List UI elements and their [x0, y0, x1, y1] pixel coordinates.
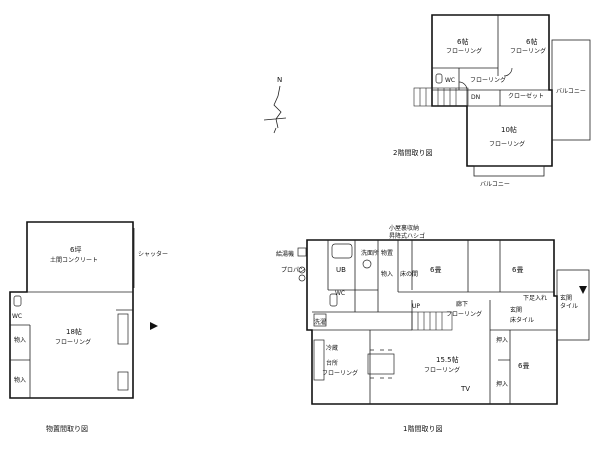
water-heater-label: 給湯機: [276, 250, 294, 258]
annex-main-size: 18帖: [66, 327, 82, 336]
annex-plan: 6坪 土間コンクリート シャッター 18帖 フローリング WC 物入 物入: [9, 221, 168, 399]
ub-label: UB: [336, 266, 346, 274]
fridge-label: 冷蔵: [326, 344, 338, 352]
propane-tank-icon-2: [298, 274, 306, 282]
living-size: 15.5帖: [436, 355, 459, 364]
annex-sink-icon: [117, 371, 129, 391]
tokonoma-label: 床の間: [400, 270, 418, 278]
propane-label: プロパン: [281, 267, 305, 274]
entrance-arrow-icon: [579, 286, 587, 294]
compass-north-label: N: [277, 76, 282, 84]
first-floor-stair: [411, 311, 453, 331]
annex-entry-arrow-icon: [150, 322, 158, 330]
second-floor-wc: WC: [445, 77, 455, 84]
corridor-label: 廊下: [456, 300, 468, 308]
porch-label-1: 玄関: [560, 294, 572, 302]
room-c-floor: フローリング: [489, 140, 525, 148]
entrance-floor: 床タイル: [510, 316, 534, 324]
tatami-a: 6畳: [430, 266, 441, 274]
annex-closet-1: 物入: [14, 336, 26, 344]
tatami-b: 6畳: [512, 266, 523, 274]
living-floor: フローリング: [424, 366, 460, 374]
annex-closet-2: 物入: [14, 376, 26, 384]
storage-note-2: 昇降式ハシゴ: [389, 232, 425, 240]
kitchen-label: 台所: [326, 359, 338, 367]
garage-floor: 土間コンクリート: [50, 256, 98, 264]
second-floor-closet: クローゼット: [508, 92, 544, 100]
room-a-floor: フローリング: [446, 47, 482, 55]
oshiire-1: 押入: [496, 336, 508, 344]
first-floor-title: 1階間取り図: [403, 424, 442, 433]
oshiire-2: 押入: [496, 380, 508, 388]
room-b-floor: フローリング: [510, 47, 546, 55]
second-floor-balcony-right: [551, 39, 591, 141]
garage-size: 6坪: [70, 246, 81, 254]
second-floor-plan: 6帖 フローリング 6帖 フローリング WC フローリング DN クローゼット …: [413, 14, 591, 188]
annex-shelf: [117, 313, 129, 345]
second-floor-balcony-bottom: [473, 165, 545, 177]
tv-label: TV: [460, 385, 470, 393]
annex-toilet-icon: [13, 295, 22, 307]
water-heater-icon: [297, 247, 307, 257]
first-floor-walls: [306, 239, 558, 405]
first-floor-closet-1: 物入: [381, 270, 393, 278]
kitchen-floor: フローリング: [322, 369, 358, 377]
bathtub-icon: [331, 243, 353, 259]
balcony-right-label: バルコニー: [556, 88, 586, 95]
washer-label: 洗濯: [314, 318, 326, 326]
first-floor-plan: 給湯機 プロパン UB 洗面所 小屋裏収納 昇降式ハシゴ 物置 物入 床の間 W…: [276, 224, 590, 405]
stair-up: UP: [412, 303, 420, 310]
corridor-floor: フローリング: [446, 310, 482, 318]
wash-sink-icon: [362, 259, 372, 269]
room-b-size: 6帖: [526, 37, 537, 46]
tatami-c: 6畳: [518, 362, 529, 370]
entrance-label: 玄関: [510, 306, 522, 314]
second-floor-title: 2階間取り図: [393, 148, 432, 157]
storage-label: 物置: [381, 249, 393, 257]
porch-area: [556, 269, 590, 341]
porch-label-2: タイル: [560, 302, 578, 310]
room-c-size: 10帖: [501, 125, 517, 134]
annex-wc: WC: [12, 313, 22, 320]
washroom-label: 洗面所: [361, 249, 379, 257]
room-a-size: 6帖: [457, 37, 468, 46]
storage-note-1: 小屋裏収納: [389, 224, 419, 232]
second-floor-toilet-icon: [435, 73, 443, 84]
shutter-label: シャッター: [138, 250, 168, 258]
first-floor-toilet-icon: [329, 293, 338, 307]
compass: N: [263, 76, 287, 134]
balcony-bottom-label: バルコニー: [480, 181, 510, 188]
kitchen-counter: [313, 339, 325, 381]
washing-machine-icon: [313, 313, 327, 327]
annex-title: 物置間取り図: [46, 424, 88, 433]
dining-table-icon: [367, 353, 395, 375]
hall-floor: フローリング: [470, 76, 506, 84]
compass-arrow-icon: [263, 85, 287, 134]
second-floor-stair: [413, 87, 469, 107]
porch-note: 下足入れ: [523, 295, 547, 302]
first-floor-wc: WC: [335, 290, 345, 297]
propane-tank-icon: [298, 266, 306, 274]
stair-dn: DN: [471, 94, 480, 101]
annex-main-floor: フローリング: [55, 338, 91, 346]
